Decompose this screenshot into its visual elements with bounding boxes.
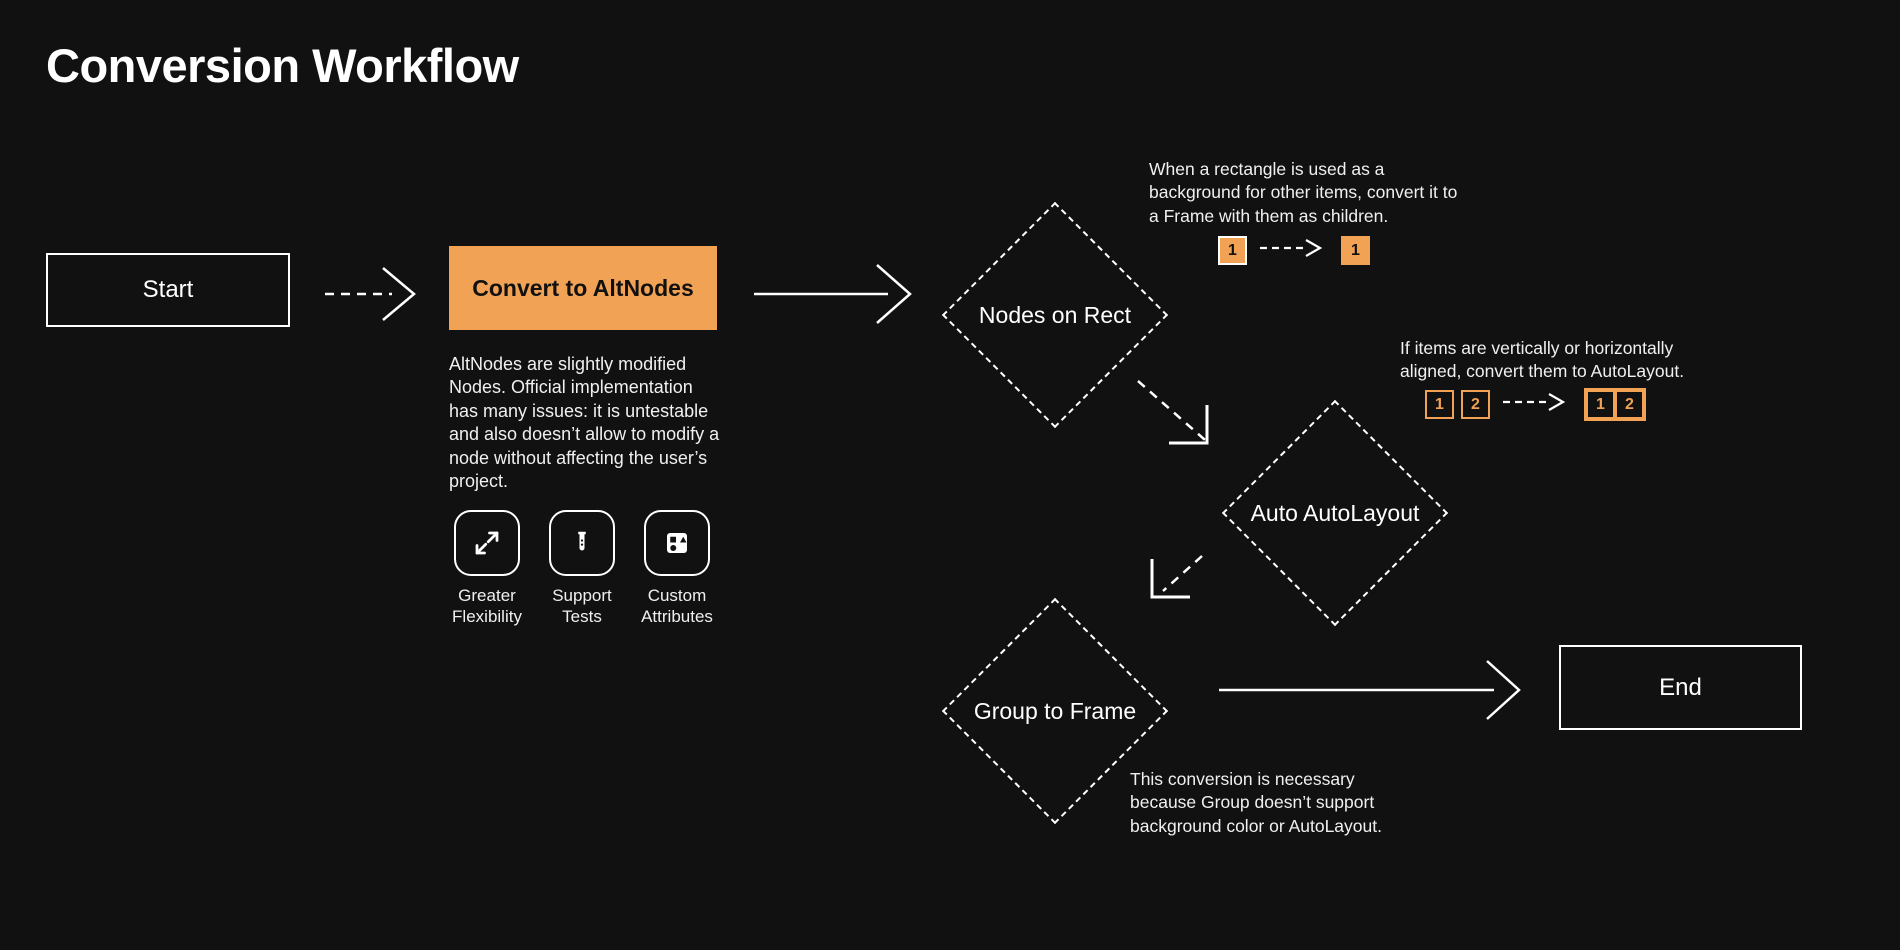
expand-arrows-icon bbox=[454, 510, 520, 576]
note-group-to-frame: This conversion is necessary because Gro… bbox=[1130, 769, 1382, 836]
connector-convert-to-nodesrect bbox=[754, 264, 912, 324]
node-end-label: End bbox=[1659, 673, 1702, 701]
node-group-to-frame-label: Group to Frame bbox=[973, 697, 1137, 724]
node-nodes-on-rect-label: Nodes on Rect bbox=[978, 301, 1132, 328]
node-group-to-frame[interactable]: Group to Frame bbox=[940, 596, 1170, 826]
node-end[interactable]: End bbox=[1559, 645, 1802, 730]
feature-custom-attributes[interactable]: Custom Attributes bbox=[641, 510, 713, 628]
node-start-label: Start bbox=[142, 276, 194, 303]
shapes-icon bbox=[644, 510, 710, 576]
node-auto-autolayout-label: Auto AutoLayout bbox=[1250, 499, 1420, 526]
feature-label: Support Tests bbox=[552, 586, 612, 627]
connector-autolayout-to-grouptoframe bbox=[1150, 555, 1203, 599]
convert-description: AltNodes are slightly modified Nodes. Of… bbox=[449, 354, 720, 491]
badge-diagram-nodes-on-rect: 1 1 bbox=[1218, 236, 1370, 265]
dashed-arrow-icon bbox=[1503, 392, 1571, 417]
badge-after-2: 2 bbox=[1615, 390, 1644, 419]
node-convert-to-altnodes[interactable]: Convert to AltNodes bbox=[449, 246, 717, 330]
connector-grouptoframe-to-end bbox=[1219, 660, 1521, 720]
feature-label: Greater Flexibility bbox=[452, 586, 522, 627]
badge-before-1: 1 bbox=[1425, 390, 1454, 419]
page-title: Conversion Workflow bbox=[46, 39, 519, 92]
note-auto-autolayout: If items are vertically or horizontally … bbox=[1400, 338, 1685, 382]
feature-list: Greater Flexibility Support Tests bbox=[452, 510, 713, 628]
feature-support-tests[interactable]: Support Tests bbox=[547, 510, 617, 628]
note-nodes-on-rect: When a rectangle is used as a background… bbox=[1149, 159, 1458, 226]
badge-after-1: 1 bbox=[1341, 236, 1370, 265]
node-nodes-on-rect[interactable]: Nodes on Rect bbox=[940, 200, 1170, 430]
feature-greater-flexibility[interactable]: Greater Flexibility bbox=[452, 510, 522, 628]
badge-diagram-auto-autolayout: 1 2 1 2 bbox=[1425, 388, 1646, 421]
badge-before-2: 2 bbox=[1461, 390, 1490, 419]
connector-start-to-convert bbox=[325, 267, 416, 321]
test-tube-icon bbox=[549, 510, 615, 576]
badge-after-frame: 1 2 bbox=[1584, 388, 1646, 421]
dashed-arrow-icon bbox=[1260, 238, 1328, 263]
badge-after-1: 1 bbox=[1586, 390, 1615, 419]
node-convert-label: Convert to AltNodes bbox=[472, 274, 694, 301]
feature-label: Custom Attributes bbox=[641, 586, 713, 627]
node-auto-autolayout[interactable]: Auto AutoLayout bbox=[1220, 398, 1450, 628]
node-start[interactable]: Start bbox=[46, 253, 290, 327]
badge-before-1: 1 bbox=[1218, 236, 1247, 265]
